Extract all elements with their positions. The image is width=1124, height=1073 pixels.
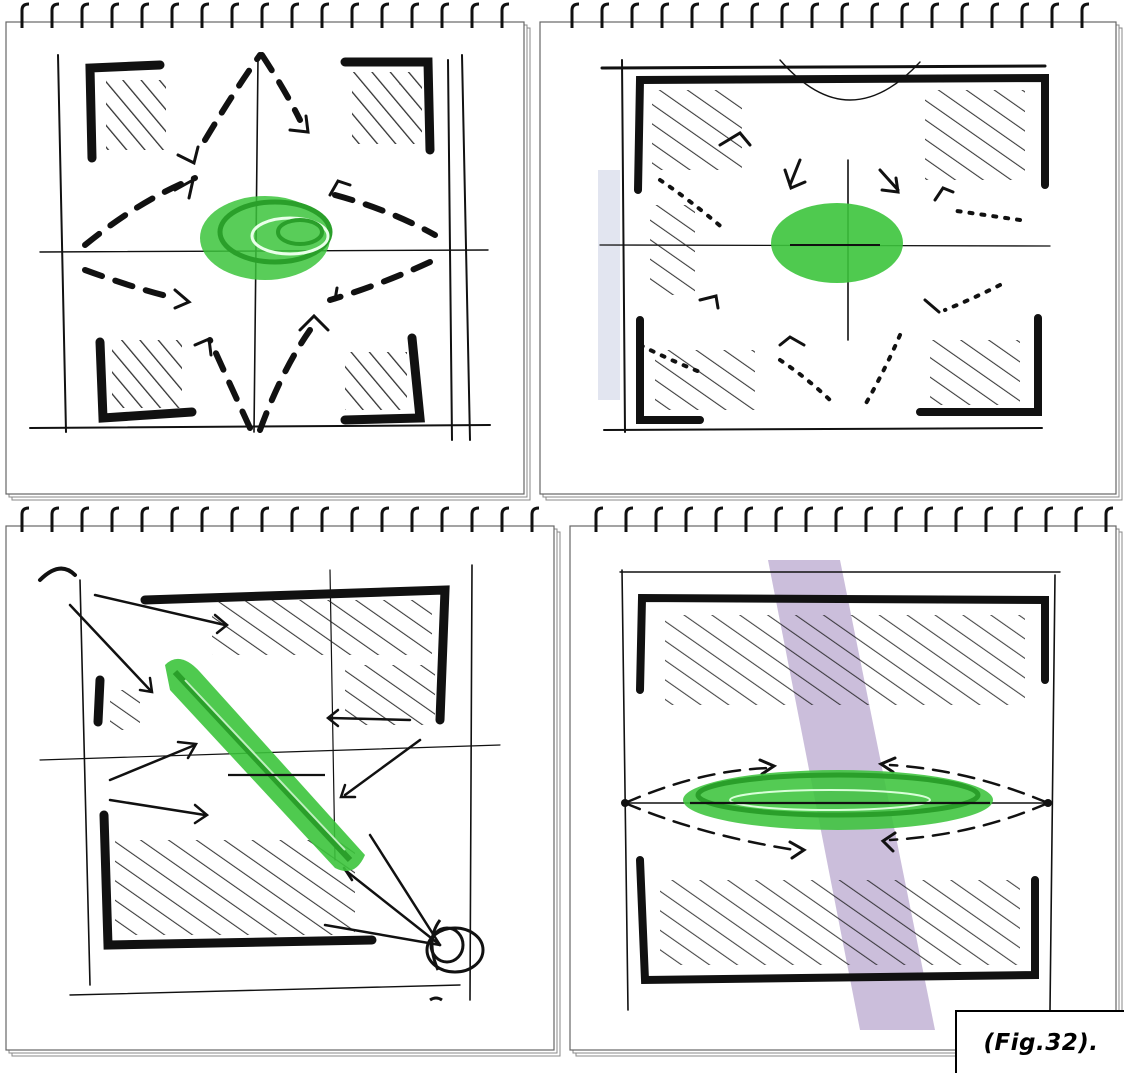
hatch-area [655, 350, 755, 410]
hatch-area [650, 205, 695, 295]
green-circle [771, 203, 903, 283]
figure-caption-box: (Fig.32). [955, 1010, 1124, 1073]
panel-top-left [6, 4, 530, 500]
panel-bottom-left [6, 508, 560, 1056]
figure-caption: (Fig.32). [983, 1030, 1098, 1056]
hatch-area [212, 600, 432, 655]
focus-point [1044, 799, 1052, 807]
hatch-area [930, 340, 1020, 405]
hatch-area [110, 690, 140, 730]
hatch-area [925, 90, 1025, 180]
hatch-area [352, 72, 422, 144]
hatch-area [665, 615, 1025, 705]
focus-point [621, 799, 629, 807]
hatch-area [106, 80, 166, 150]
green-ellipse [683, 770, 993, 830]
paper-shadow [598, 170, 620, 400]
hatch-area [112, 340, 182, 408]
panel-top-right [540, 4, 1122, 500]
hatch-area [660, 880, 1020, 965]
hatch-area [115, 840, 355, 935]
hatch-area [345, 352, 407, 410]
hatch-area [345, 665, 435, 725]
panel-bottom-right [570, 508, 1122, 1056]
hatch-area [652, 90, 742, 170]
green-circle [200, 196, 330, 280]
